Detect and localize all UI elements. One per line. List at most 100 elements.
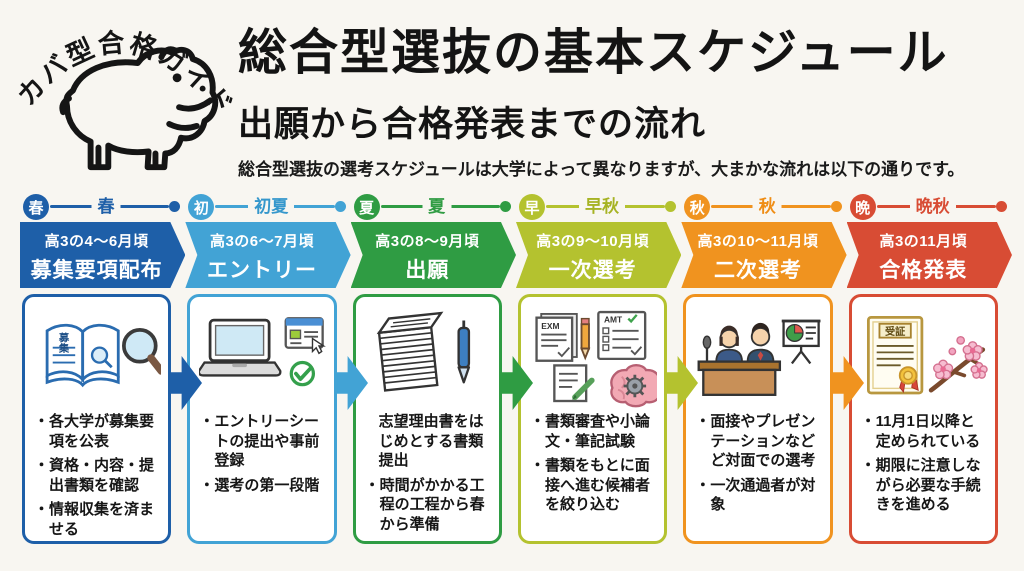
stage-band: 高3の8〜9月頃 出願: [351, 222, 516, 288]
page-description: 総合型選抜の選考スケジュールは大学によって異なりますが、大まかな流れは以下の通り…: [238, 160, 965, 179]
page-title: 総合型選抜の基本スケジュール: [238, 26, 949, 80]
step-column-2: 初 初夏 高3の6〜7月頃 エントリー: [185, 194, 350, 544]
magnifier-icon: [122, 327, 162, 375]
stage-period: 高3の10〜11月頃: [697, 233, 819, 250]
stage-period: 高3の9〜10月頃: [536, 233, 650, 250]
certificate-label: 受証: [885, 325, 905, 338]
bullet-item: ・面接やプレゼンテーションなどど対面での選考: [695, 413, 816, 469]
stage-title: 二次選考: [713, 259, 802, 282]
timeline-dot: [169, 201, 181, 212]
timeline-row: 秋 秋: [681, 194, 846, 220]
stage-icons: [695, 306, 822, 408]
bullet-item: ・各大学が募集要項を公表: [34, 413, 155, 450]
logo-arc-text: カバ型合格ガイド: [12, 27, 238, 122]
recruitment-book-icon: 募集: [45, 323, 120, 388]
stage-card: 受証: [848, 294, 998, 544]
timeline-dot: [665, 201, 677, 212]
interview-panel-icon: [697, 322, 782, 396]
bullet-list: ・11月1日以降と定められている ・期限に注意しながら必要な手続きを進める: [861, 412, 988, 515]
timeline-row: 春 春: [20, 194, 185, 220]
season-badge: 早: [518, 194, 545, 220]
checklist-icon: AMT: [597, 310, 647, 361]
stage-card: 募集 ・各大学が募集要項を公表 ・資格・内容・提出書類を確認 ・情報収集を済ませ…: [22, 294, 172, 544]
step-column-1: 春 春 高3の4〜6月頃 募集要項配布: [20, 194, 185, 544]
laptop-icon: [199, 318, 282, 377]
stage-icons: [365, 306, 492, 408]
step-column-3: 夏 夏 高3の8〜9月頃 出願: [351, 194, 516, 544]
stage-band: 高3の4〜6月頃 募集要項配布: [20, 222, 185, 288]
checklist-label: AMT: [604, 314, 623, 324]
stage-band: 高3の9〜10月頃 一次選考: [516, 222, 681, 288]
brain-gear-icon: [610, 364, 658, 408]
hippo-nostril: [199, 85, 206, 92]
step-column-6: 晩 晩秋 高3の11月頃 合格発表 受証: [847, 194, 1012, 544]
stage-period: 高3の8〜9月頃: [375, 233, 480, 250]
season-label: 初夏: [248, 194, 295, 219]
pen-icon: [457, 320, 470, 384]
bullet-list: ・書類審査や小論文・筆記試験 ・書類をもとに面接へ進む候補者を絞り込む: [530, 412, 657, 515]
season-badge: 夏: [353, 194, 380, 220]
timeline-row: 初 初夏: [185, 194, 350, 220]
bullet-item: ・資格・内容・提出書類を確認: [34, 457, 155, 494]
season-badge: 春: [23, 194, 49, 220]
season-label: 早秋: [578, 194, 625, 219]
step-column-5: 秋 秋 高3の10〜11月頃 二次選考: [681, 194, 846, 544]
svg-text:カバ型合格ガイド: カバ型合格ガイド: [12, 27, 238, 122]
hippo-icon: [59, 46, 219, 171]
timeline-row: 晩 晩秋: [847, 194, 1012, 220]
bullet-item: 志望理由書をはじめとする書類提出: [378, 413, 484, 469]
bullet-item: ・選考の第一段階: [199, 476, 320, 494]
timeline-dot: [334, 201, 346, 212]
bullet-item: ・一次通過者が対象: [695, 476, 816, 514]
book-label: 募集: [57, 332, 70, 354]
bullet-item: ・書類をもとに面接へ進む候補者を絞り込む: [529, 457, 651, 513]
bullet-item: ・情報収集を済ませる: [34, 501, 155, 538]
paper-stack-icon: [376, 311, 444, 392]
bullet-list: ・各大学が募集要項を公表 ・資格・内容・提出書類を確認 ・情報収集を済ませる: [34, 412, 161, 539]
stage-title: 一次選考: [548, 259, 637, 282]
stage-card: 志望理由書をはじめとする書類提出 ・時間がかかる工程の工程から春から準備: [352, 294, 502, 544]
stage-icons: [199, 306, 327, 408]
stage-period: 高3の6〜7月頃: [209, 233, 314, 250]
stage-band: 高3の6〜7月頃 エントリー: [185, 222, 350, 288]
season-badge: 初: [188, 194, 215, 220]
stage-band: 高3の11月頃 合格発表: [847, 222, 1012, 288]
bullet-item: ・書類審査や小論文・筆記試験: [529, 413, 651, 450]
season-label: 春: [91, 194, 121, 219]
timeline-dot: [995, 201, 1007, 212]
stage-band: 高3の10〜11月頃 二次選考: [681, 222, 846, 288]
bullet-list: ・面接やプレゼンテーションなどど対面での選考 ・一次通過者が対象: [695, 412, 822, 515]
stage-card: ・面接やプレゼンテーションなどど対面での選考 ・一次通過者が対象: [683, 294, 833, 544]
timeline-dot: [830, 201, 842, 212]
stage-icons: EXM AMT: [530, 306, 658, 408]
hippo-eye: [172, 73, 182, 83]
page-subtitle: 出願から合格発表までの流れ: [238, 105, 707, 144]
stage-title: 出願: [405, 259, 450, 282]
bullet-item: ・時間がかかる工程の工程から春から準備: [364, 476, 485, 533]
stage-card: EXM AMT: [517, 294, 668, 544]
season-label: 秋: [752, 194, 782, 219]
bullet-item: ・11月1日以降と定められている: [860, 413, 981, 450]
exam-label: EXM: [541, 321, 559, 331]
schedule-flow: 春 春 高3の4〜6月頃 募集要項配布: [20, 194, 1012, 544]
exam-papers-icon: EXM: [535, 312, 578, 362]
hippo-logo: カバ型合格ガイド: [12, 27, 238, 171]
timeline-row: 夏 夏: [351, 194, 516, 220]
season-badge: 秋: [684, 194, 711, 220]
bullet-item: ・期限に注意しながら必要な手続きを進める: [860, 457, 981, 513]
bullet-item: ・エントリーシートの提出や事前登録: [199, 413, 320, 469]
stage-icons: 募集: [34, 306, 162, 408]
stage-period: 高3の4〜6月頃: [44, 233, 149, 250]
stage-title: エントリー: [206, 259, 317, 282]
step-column-4: 早 早秋 高3の9〜10月頃 一次選考 EXM: [516, 194, 681, 544]
season-label: 夏: [422, 194, 452, 219]
check-icon: [289, 360, 316, 387]
pencil-icon: [580, 317, 591, 361]
document-pen-icon: [553, 364, 595, 403]
stage-title: 合格発表: [879, 259, 968, 282]
season-badge: 晩: [849, 194, 876, 220]
stage-period: 高3の11月頃: [879, 233, 968, 250]
presentation-board-icon: [782, 319, 821, 365]
bullet-list: 志望理由書をはじめとする書類提出 ・時間がかかる工程の工程から春から準備: [365, 412, 492, 534]
certificate-icon: 受証: [866, 315, 923, 395]
